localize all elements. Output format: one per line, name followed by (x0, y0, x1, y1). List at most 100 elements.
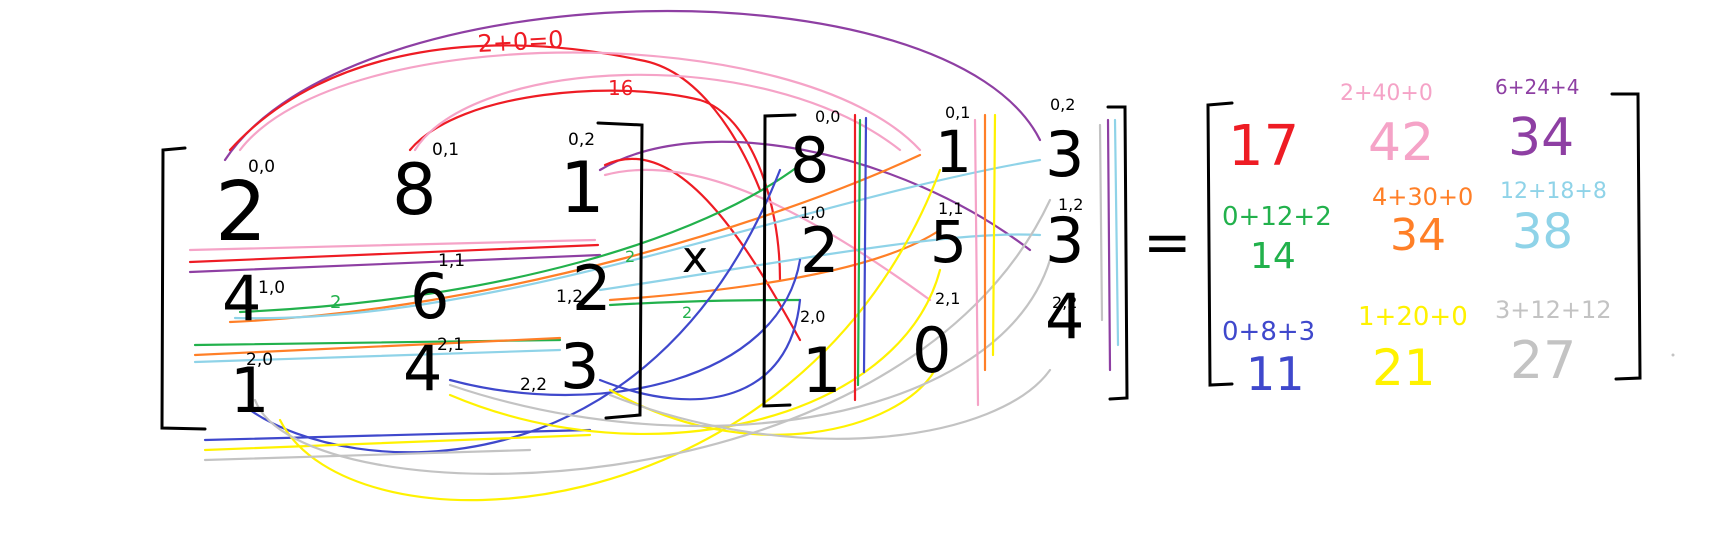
arrow-stroke (448, 268, 942, 435)
arrow-stroke (1113, 118, 1120, 347)
matrix-b-cell: 8 (790, 124, 829, 197)
result-cell-expression: 4+30+0 (1372, 183, 1473, 211)
times-operator: x (682, 232, 708, 283)
arrow-stroke (203, 433, 592, 452)
matrix-b-cell-index: 2,2 (1052, 293, 1077, 312)
matrix-b-cell-index: 2,1 (935, 289, 960, 308)
arrows-layer (188, 9, 1120, 502)
matrix-a-cell: 4 (403, 332, 442, 405)
arrow-stroke (608, 368, 937, 436)
arrow-stroke (238, 163, 802, 314)
matrix-a-cell: 3 (560, 330, 599, 403)
arrow-stroke (598, 233, 1042, 292)
arrow-stroke (603, 168, 932, 302)
result-cell-value: 34 (1508, 108, 1574, 168)
arrow-stroke (608, 368, 1052, 440)
arrow-stroke (238, 51, 922, 152)
arrow-stroke (862, 116, 868, 374)
matrix-b-cell: 1 (935, 118, 972, 186)
arrow-stroke (188, 243, 600, 264)
arrow-label: 2 (330, 292, 341, 313)
arrow-stroke (1098, 123, 1104, 322)
matrix-b-cell: 3 (1045, 118, 1084, 191)
arrow-stroke (228, 153, 922, 324)
matrix-a-cell-index: 2,2 (520, 375, 547, 395)
arrow-stroke (973, 118, 980, 407)
matrix-b-cell-index: 0,2 (1050, 95, 1075, 114)
matrix-a-cell: 2 (215, 165, 267, 260)
arrow-stroke (193, 336, 562, 357)
arrow-labels: 2+0=0 16 2 2 2 (330, 26, 692, 322)
arrow-stroke (253, 198, 1052, 475)
matrix-b-left-bracket (762, 113, 797, 408)
result-cell-expression: 3+12+12 (1495, 296, 1612, 324)
arrow-stroke (228, 44, 762, 192)
result-cell-expression: 0+8+3 (1222, 317, 1315, 347)
matrix-b-cell-index: 1,1 (938, 199, 963, 218)
result-cell-expression: 6+24+4 (1495, 75, 1579, 99)
arrow-stroke (223, 9, 1042, 162)
arrow-label: 2 (682, 303, 692, 322)
arrow-stroke (278, 168, 942, 502)
result-cell-value: 11 (1246, 347, 1305, 401)
matrix-b-right-bracket (1106, 105, 1129, 401)
arrow-stroke (608, 228, 942, 302)
result-cell-value: 17 (1228, 114, 1299, 179)
matrix-b-cell: 4 (1045, 280, 1084, 353)
result-cell-expression: 1+20+0 (1358, 302, 1468, 332)
matrix-b-cell-index: 2,0 (800, 307, 825, 326)
arrow-label: 16 (608, 76, 633, 100)
matrix-a-cell: 8 (392, 149, 437, 231)
result-cell-value: 38 (1512, 204, 1573, 260)
brackets (160, 92, 1642, 431)
result-cell-value: 27 (1510, 331, 1576, 391)
matrix-a-cell-index: 0,0 (248, 157, 275, 177)
matrix-b-cell: 1 (802, 334, 841, 407)
arrow-stroke (598, 140, 1032, 252)
matrix-a-cell: 1 (560, 147, 605, 229)
arrow-stroke (603, 157, 802, 342)
matrix-a-cell-index: 1,1 (438, 251, 465, 271)
arrow-stroke (856, 118, 862, 387)
result-cell-value: 21 (1372, 339, 1436, 397)
matrix-b-cell: 0 (912, 314, 951, 387)
arrow-stroke (413, 73, 902, 152)
arrow-stroke (203, 448, 532, 462)
matrix-b-cell-index: 0,0 (815, 107, 840, 126)
matrix-a-cell: 4 (222, 262, 261, 335)
matrix-b: 8 0,0 1 0,1 3 0,2 2 1,0 5 1,1 3 1,2 1 2,… (790, 95, 1084, 407)
result-cell-expression: 12+18+8 (1500, 179, 1607, 204)
matrix-a-cell: 2 (572, 252, 611, 325)
matrix-a: 2 0,0 8 0,1 1 0,2 4 1,0 6 1,1 2 1,2 1 2,… (215, 130, 611, 427)
matrix-b-cell: 3 (1045, 204, 1084, 277)
arrow-stroke (203, 428, 592, 442)
arrow-stroke (193, 348, 562, 364)
matrix-a-cell: 1 (230, 354, 269, 427)
arrow-label: 2+0=0 (477, 26, 564, 58)
arrow-stroke (598, 298, 802, 401)
arrow-stroke (448, 258, 1052, 428)
matrix-a-cell-index: 0,2 (568, 130, 595, 150)
result-cell-expression: 2+40+0 (1340, 81, 1433, 106)
matrix-a-cell-index: 2,0 (246, 350, 273, 370)
matrix-a-cell-index: 1,0 (258, 278, 285, 298)
arrow-stroke (188, 253, 602, 274)
matrix-b-cell: 2 (800, 214, 839, 287)
matrix-a-cell-index: 0,1 (432, 140, 459, 160)
arrow-stroke (233, 158, 1042, 320)
stray-mark (1671, 353, 1675, 357)
result-cell-value: 34 (1390, 210, 1446, 261)
arrow-stroke (991, 113, 997, 357)
result-right-bracket (1610, 92, 1642, 381)
matrix-b-cell-index: 1,0 (800, 203, 825, 222)
matrix-b-cell-index: 0,1 (945, 103, 970, 122)
result-cell-value: 14 (1250, 236, 1296, 277)
arrow-stroke (448, 258, 802, 396)
matrix-b-cell-index: 1,2 (1058, 195, 1083, 214)
matrix-a-left-bracket (160, 146, 207, 431)
arrow-stroke (248, 168, 782, 454)
result-left-bracket (1206, 101, 1234, 387)
matrix-a-cell-index: 2,1 (437, 335, 464, 355)
equals-operator: = (1143, 208, 1192, 276)
